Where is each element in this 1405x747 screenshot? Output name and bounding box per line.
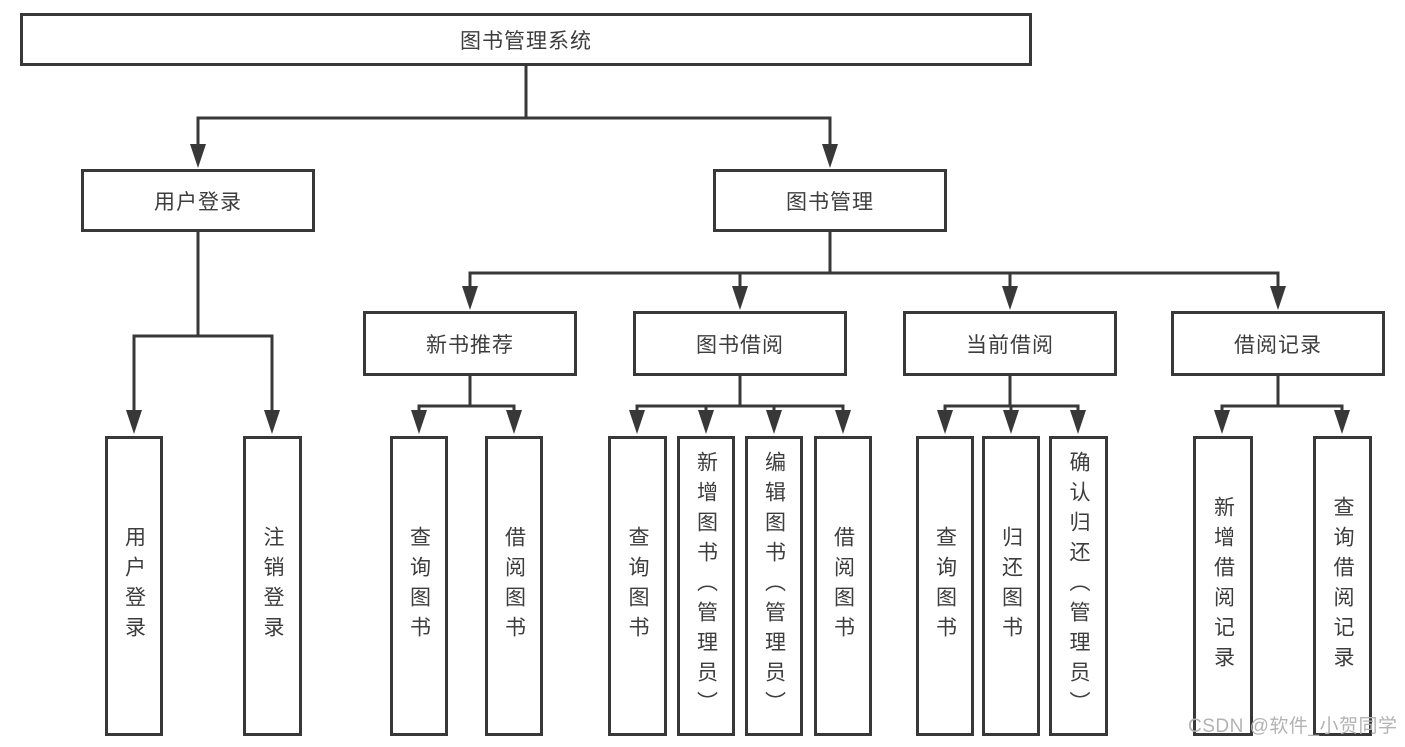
leaf-label: 用户登录 [122, 526, 146, 646]
leaf-label: 确认归还（管理员） [1067, 451, 1090, 721]
leaf-query-borrow-record: 查询借阅记录 [1313, 436, 1372, 736]
leaf-return-books: 归还图书 [982, 436, 1040, 736]
leaf-logout: 注销登录 [243, 436, 302, 736]
leaf-query-books-2: 查询图书 [608, 436, 667, 736]
leaf-label: 新增借阅记录 [1211, 496, 1235, 676]
leaf-label: 查询图书 [407, 526, 431, 646]
leaf-borrow-books-2: 借阅图书 [814, 436, 872, 736]
leaf-label: 查询图书 [626, 526, 649, 646]
leaf-label: 归还图书 [999, 526, 1023, 646]
node-current-borrowing: 当前借阅 [903, 311, 1117, 376]
leaf-query-books: 查询图书 [390, 436, 448, 736]
leaf-add-books-admin: 新增图书（管理员） [677, 436, 735, 736]
node-library-management-system: 图书管理系统 [20, 13, 1032, 66]
node-label: 用户登录 [154, 190, 242, 214]
leaf-label: 注销登录 [261, 526, 284, 646]
leaf-confirm-return-admin: 确认归还（管理员） [1049, 436, 1108, 736]
node-user-login: 用户登录 [81, 169, 315, 232]
node-new-book-recommendation: 新书推荐 [363, 311, 577, 376]
node-label: 图书管理系统 [460, 29, 592, 53]
node-label: 新书推荐 [426, 333, 514, 357]
leaf-label: 借阅图书 [502, 526, 526, 646]
node-label: 图书借阅 [696, 333, 784, 357]
leaf-label: 查询图书 [933, 526, 957, 646]
node-book-borrowing: 图书借阅 [633, 311, 847, 376]
leaf-borrow-books: 借阅图书 [485, 436, 543, 736]
csdn-watermark: CSDN @软件_小贺同学 [1188, 716, 1398, 737]
node-label: 借阅记录 [1234, 333, 1322, 357]
leaf-label: 借阅图书 [831, 526, 855, 646]
leaf-edit-books-admin: 编辑图书（管理员） [745, 436, 803, 736]
leaf-label: 新增图书（管理员） [694, 451, 718, 721]
node-borrowing-records: 借阅记录 [1171, 311, 1385, 376]
node-book-management: 图书管理 [713, 169, 947, 232]
node-label: 当前借阅 [966, 333, 1054, 357]
leaf-add-borrow-record: 新增借阅记录 [1193, 436, 1253, 736]
node-label: 图书管理 [786, 190, 874, 214]
leaf-label: 编辑图书（管理员） [762, 451, 786, 721]
leaf-user-login: 用户登录 [105, 436, 163, 736]
leaf-query-books-3: 查询图书 [916, 436, 974, 736]
leaf-label: 查询借阅记录 [1331, 496, 1354, 676]
